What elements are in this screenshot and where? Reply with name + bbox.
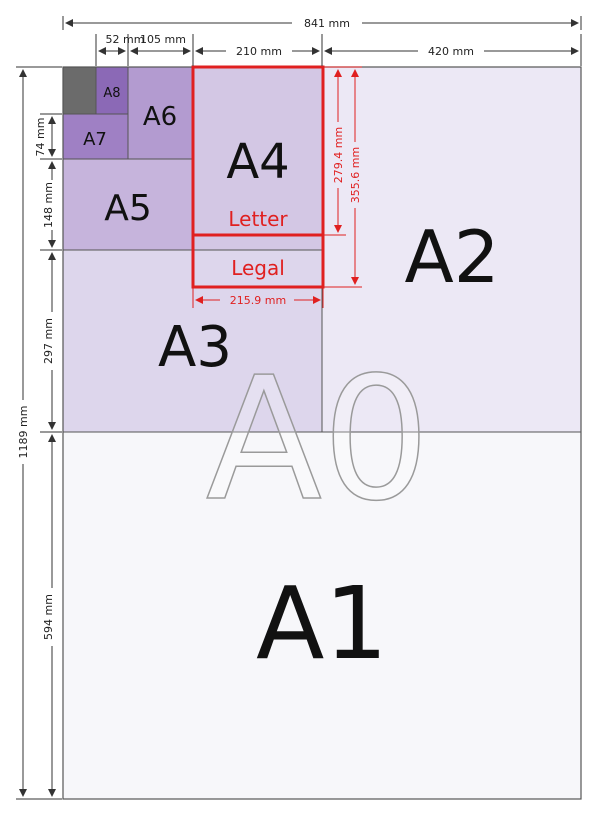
a1-sheet [62, 431, 582, 800]
label-a3: A3 [158, 315, 232, 380]
label-a8: A8 [103, 86, 120, 101]
label-a5: A5 [104, 188, 152, 229]
dim-52: 52 mm [106, 33, 145, 46]
dim-210: 210 mm [236, 45, 282, 58]
label-a4: A4 [226, 134, 289, 190]
dim-420: 420 mm [428, 45, 474, 58]
dim-105: 105 mm [140, 33, 186, 46]
dim-148: 148 mm [42, 182, 55, 228]
smaller-sizes-corner [62, 66, 97, 115]
dim-279: 279.4 mm [332, 127, 345, 183]
label-a7: A7 [83, 129, 107, 150]
label-a6: A6 [143, 102, 177, 132]
label-letter: Letter [228, 207, 288, 231]
a7-sheet [62, 113, 129, 160]
label-a0: A0 [206, 341, 430, 539]
label-a2: A2 [404, 215, 499, 299]
a6-sheet [127, 66, 194, 160]
dim-74: 74 mm [34, 118, 47, 157]
legal-outline [191, 65, 325, 289]
dim-594: 594 mm [42, 594, 55, 640]
a4-sheet [192, 66, 323, 251]
dim-1189: 1189 mm [17, 406, 30, 459]
dim-297: 297 mm [42, 318, 55, 364]
dim-841: 841 mm [304, 17, 350, 30]
a5-sheet [62, 158, 194, 251]
dim-215: 215.9 mm [230, 294, 286, 307]
label-a1: A1 [256, 565, 388, 682]
label-legal: Legal [231, 256, 285, 280]
a2-sheet [321, 66, 582, 433]
dim-355: 355.6 mm [349, 147, 362, 203]
